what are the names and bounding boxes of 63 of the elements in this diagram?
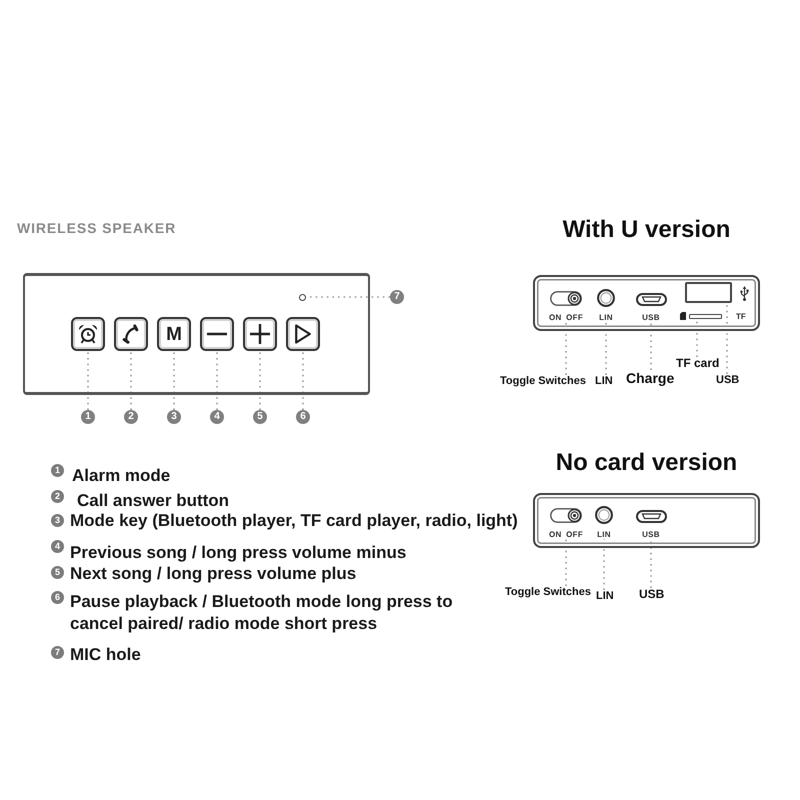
list-item-text: Next song / long press volume plus [70, 563, 356, 585]
leader-line [259, 351, 261, 410]
list-number: 2 [51, 490, 64, 503]
list-item-text: Previous song / long press volume minus [70, 542, 406, 564]
speaker-button: M [157, 317, 191, 351]
port-label: TF [736, 312, 746, 321]
leader-line [696, 319, 698, 357]
callout-label: Toggle Switches [505, 586, 591, 599]
port-label: LIN [599, 313, 613, 322]
leader-line [565, 539, 567, 586]
card-slot [689, 314, 722, 319]
speaker-button [71, 317, 105, 351]
leader-line [130, 351, 132, 410]
speaker-button [114, 317, 148, 351]
callout-number: 3 [167, 410, 181, 424]
port-label: ON OFF [548, 530, 584, 539]
callout-number: 7 [390, 290, 404, 304]
list-number: 1 [51, 464, 64, 477]
title: WIRELESS SPEAKER [17, 220, 176, 236]
port-label: ON OFF [548, 313, 584, 322]
leader-line [650, 539, 652, 588]
leader-line [603, 539, 605, 590]
list-item-text: MIC hole [70, 644, 141, 666]
list-number: 4 [51, 540, 64, 553]
list-item-text: Pause playback / Bluetooth mode long press to cancel paired/ radio mode short press [70, 591, 454, 635]
list-item-text: Alarm mode [72, 465, 170, 487]
list-number: 5 [51, 566, 64, 579]
callout-label: Toggle Switches [500, 375, 586, 388]
leader-line [650, 322, 652, 370]
callout-number: 2 [124, 410, 138, 424]
list-number: 3 [51, 514, 64, 527]
list-number: 7 [51, 646, 64, 659]
callout-number: 4 [210, 410, 224, 424]
leader-line [302, 351, 304, 410]
leader-line [605, 322, 607, 375]
list-number: 6 [51, 591, 64, 604]
callout-label: LIN [596, 590, 614, 603]
callout-label: Charge [626, 370, 674, 386]
leader-line [565, 322, 567, 375]
callout-label: USB [639, 588, 664, 602]
callout-number: 1 [81, 410, 95, 424]
panel-heading: With U version [562, 216, 730, 244]
speaker-button [243, 317, 277, 351]
list-item-text: Call answer button [77, 490, 230, 512]
speaker-button [286, 317, 320, 351]
callout-label: LIN [595, 375, 613, 388]
leader-line [726, 303, 728, 374]
port-label: USB [642, 313, 660, 322]
port-label: USB [642, 530, 660, 539]
panel-heading: No card version [556, 449, 738, 477]
leader-line [216, 351, 218, 410]
callout-label: TF card [676, 357, 720, 371]
mic-hole [298, 294, 306, 300]
list-item-text: Mode key (Bluetooth player, TF card player, radio, light) [70, 510, 518, 532]
leader-line [173, 351, 175, 410]
usb-port [685, 282, 732, 303]
callout-number: 6 [296, 410, 310, 424]
speaker-front-panel [23, 273, 370, 395]
port-label: LIN [597, 530, 611, 539]
callout-number: 5 [253, 410, 267, 424]
callout-label: USB [716, 374, 740, 387]
leader-line [87, 351, 89, 410]
speaker-button [200, 317, 234, 351]
